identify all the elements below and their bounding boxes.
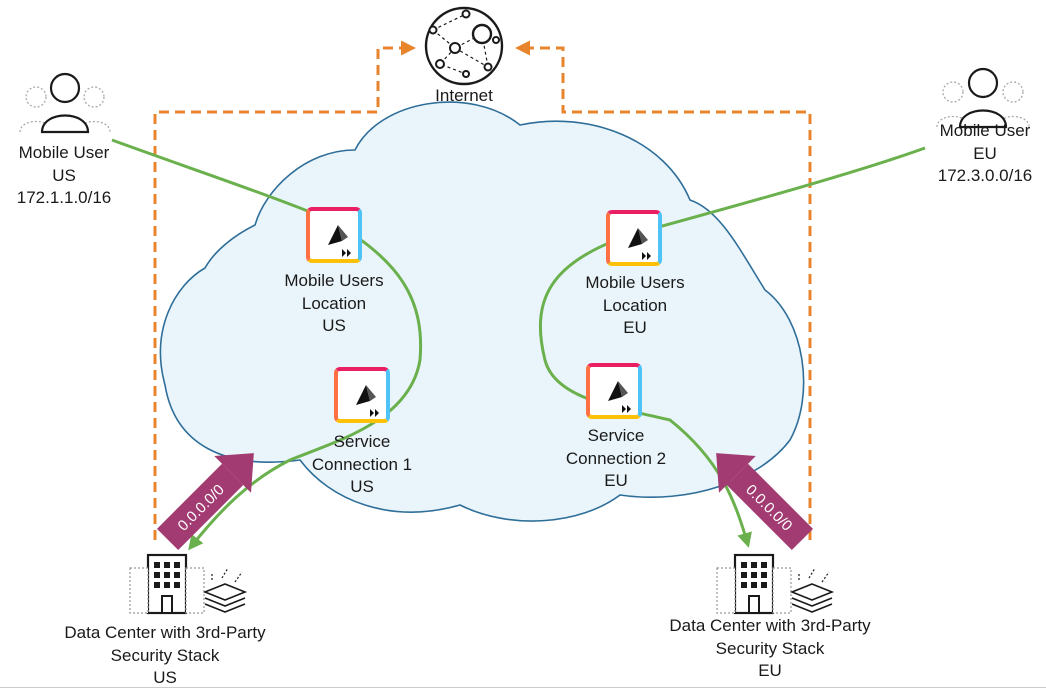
internet-path-us [153, 40, 416, 540]
mu-location-us-label: Mobile Users Location US [264, 270, 404, 338]
service-conn-eu-line-1: Service [587, 426, 645, 445]
mobile-user-us-line-3: 172.1.1.0/16 [16, 188, 112, 207]
globe-icon [424, 6, 504, 86]
cloud-shape [159, 101, 805, 522]
bottom-divider [0, 687, 1046, 688]
service-conn-us-badge [334, 367, 390, 423]
dc-us-line-1: Data Center with 3rd-Party [64, 623, 266, 642]
mu-location-eu-line-3: EU [623, 318, 647, 337]
mobile-user-us-line-1: Mobile User [18, 143, 110, 162]
mu-location-us-line-2: Location [301, 293, 367, 313]
mu-location-us-line-3: US [322, 316, 346, 335]
internet-label: Internet [414, 85, 514, 108]
dc-eu-label: Data Center with 3rd-Party Security Stac… [645, 615, 895, 683]
service-conn-eu-badge [586, 363, 642, 419]
prisma-logo-icon [328, 225, 351, 257]
dc-us-line-3: US [153, 668, 177, 687]
dc-eu-line-1: Data Center with 3rd-Party [669, 616, 871, 635]
mobile-user-eu-line-3: 172.3.0.0/16 [937, 166, 1033, 185]
internet-path-eu [515, 40, 812, 540]
mobile-user-eu-line-2: EU [973, 143, 997, 163]
internet-label-text: Internet [435, 86, 493, 105]
traffic-path-us [111, 138, 423, 551]
dc-eu-line-3: EU [758, 661, 782, 680]
dc-us-label: Data Center with 3rd-Party Security Stac… [40, 622, 290, 690]
service-conn-eu-line-3: EU [604, 471, 628, 490]
service-conn-us-line-1: Service [333, 432, 391, 451]
prisma-logo-icon [628, 228, 651, 260]
route-arrow-us: 0.0.0.0/0 [156, 453, 254, 551]
route-arrow-eu: 0.0.0.0/0 [716, 453, 814, 551]
service-conn-us-line-2: Connection 1 [311, 454, 413, 474]
mu-location-eu-line-1: Mobile Users [585, 273, 685, 292]
service-conn-eu-line-2: Connection 2 [565, 448, 667, 468]
traffic-path-eu [538, 146, 926, 548]
service-conn-us-label: Service Connection 1 US [292, 431, 432, 499]
mobile-user-us-line-2: US [52, 165, 76, 185]
mu-location-us-badge [306, 207, 362, 263]
prisma-logo-icon [356, 385, 379, 417]
service-conn-eu-label: Service Connection 2 EU [546, 425, 686, 493]
mu-location-eu-badge [606, 210, 662, 266]
dc-eu-line-2: Security Stack [715, 638, 825, 658]
mobile-user-eu-label: Mobile User EU 172.3.0.0/16 [920, 120, 1046, 188]
mu-location-eu-line-2: Location [602, 295, 668, 315]
mu-location-us-line-1: Mobile Users [284, 271, 384, 290]
mobile-user-us-label: Mobile User US 172.1.1.0/16 [0, 142, 128, 210]
user-icon-eu [936, 67, 1030, 129]
mu-location-eu-label: Mobile Users Location EU [565, 272, 705, 340]
dc-us-line-2: Security Stack [110, 645, 220, 665]
user-icon-us [19, 72, 111, 134]
datacenter-icon-us [129, 553, 248, 615]
prisma-logo-icon [608, 381, 631, 413]
mobile-user-eu-line-1: Mobile User [939, 121, 1031, 140]
datacenter-icon-eu [716, 553, 835, 615]
service-conn-us-line-3: US [350, 477, 374, 496]
